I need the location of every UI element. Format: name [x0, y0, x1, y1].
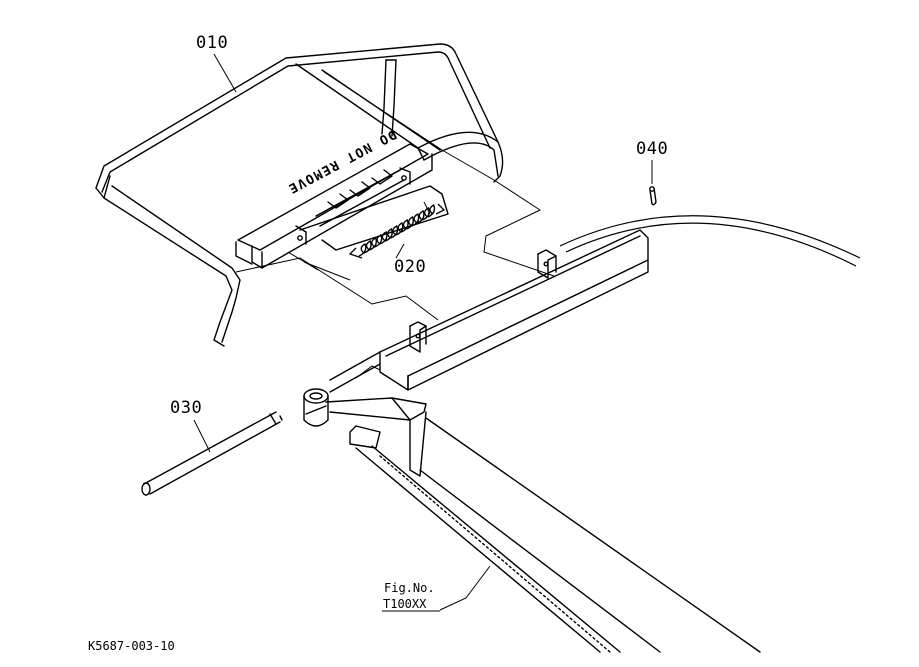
- control-cable: [560, 216, 860, 258]
- hinge-pin-drawing: [142, 412, 282, 495]
- spring-drawing: [350, 204, 444, 258]
- part-label-020: 020: [394, 257, 426, 277]
- grass-deflector-drawing: [96, 44, 503, 346]
- part-label-010: 010: [196, 33, 228, 53]
- cotter-pin-drawing: [650, 187, 656, 205]
- fig-no-label: Fig.No.: [384, 581, 435, 595]
- part-label-040: 040: [636, 139, 668, 159]
- frame-drawing: [304, 230, 760, 652]
- drawing-code: K5687-003-10: [88, 639, 175, 653]
- reference-lines: [194, 54, 652, 610]
- part-label-030: 030: [170, 398, 202, 418]
- stencil-warning: DO NOT REMOVE: [285, 126, 399, 196]
- fig-ref-code: T100XX: [383, 597, 427, 611]
